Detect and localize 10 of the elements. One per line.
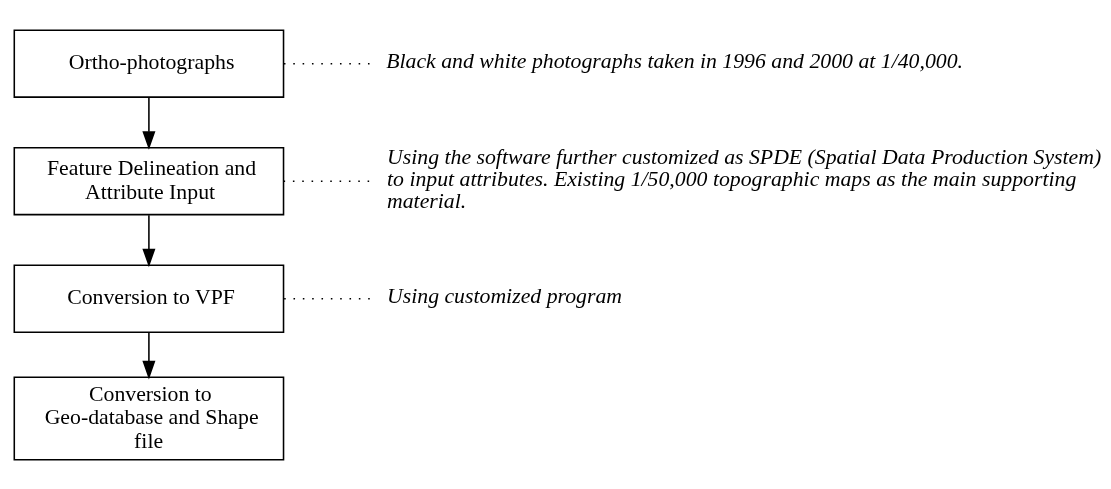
- arrow: [142, 331, 156, 380]
- node-box: Feature Delineation and Attribute Input: [13, 146, 285, 215]
- arrow: [142, 213, 156, 267]
- node-text: Black and white photographs taken in 1996 and 2000 at 1/40,000.: [386, 48, 963, 73]
- node-box: Conversion to Geo-database and Shape file: [13, 376, 285, 461]
- node-text: Using the software further customized as SPDE (Spatial Data Production System) to input attributes. Existing 1/50,000 topographic maps as the main supporting material.: [387, 144, 1102, 213]
- node-text: Using customized program: [387, 283, 623, 308]
- node-box: Ortho-photographs: [13, 28, 285, 98]
- node-box: Conversion to VPF: [13, 263, 285, 333]
- arrow: [142, 96, 156, 150]
